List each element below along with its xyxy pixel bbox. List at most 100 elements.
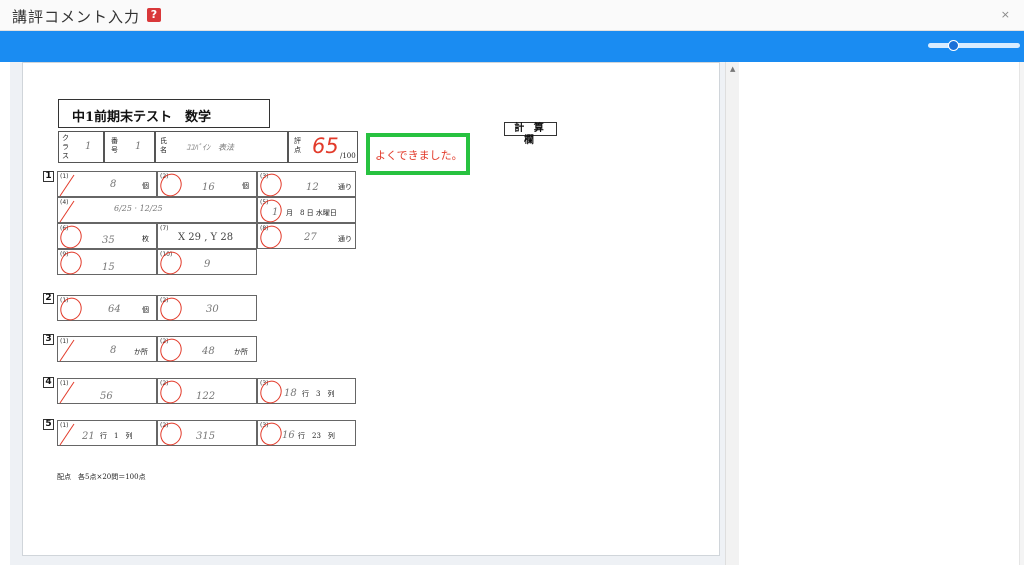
answer-cell-5-3: (3) 16 行 23 列 bbox=[257, 420, 356, 446]
answer-number: (2) bbox=[160, 173, 169, 180]
answer-unit: 通り bbox=[338, 183, 352, 191]
answer-cell-4-2: (2) 122 bbox=[157, 378, 257, 404]
answer-unit: か所 bbox=[234, 348, 248, 356]
answer-value: 56 bbox=[100, 391, 113, 402]
question-number-5: 5 bbox=[43, 419, 54, 430]
answer-number: (6) bbox=[60, 225, 69, 232]
answer-number: (2) bbox=[160, 380, 169, 387]
dialog-title: 講評コメント入力 bbox=[12, 8, 141, 26]
answer-value: 21 bbox=[82, 431, 95, 442]
answer-unit: 個 bbox=[142, 306, 149, 314]
question-number-1: 1 bbox=[43, 171, 54, 182]
answer-number: (3) bbox=[260, 422, 269, 429]
answer-number: (7) bbox=[160, 225, 169, 232]
comment-panel bbox=[740, 62, 1024, 565]
answer-cell-2-2: (2) 30 bbox=[157, 295, 257, 321]
zoom-slider[interactable] bbox=[928, 43, 1020, 48]
toolbar bbox=[0, 31, 1024, 62]
answer-number: (2) bbox=[160, 297, 169, 304]
answer-value: 1 bbox=[272, 207, 279, 218]
help-icon[interactable]: ? bbox=[147, 8, 161, 22]
question-number-2: 2 bbox=[43, 293, 54, 304]
answer-value: 6/25 · 12/25 bbox=[114, 204, 163, 213]
answer-number: (2) bbox=[160, 338, 169, 345]
class-cell: クラス 1 bbox=[58, 131, 104, 163]
answer-number: (3) bbox=[260, 380, 269, 387]
answer-cell-1-9: (9) 15 bbox=[57, 249, 157, 275]
answer-number: (9) bbox=[60, 251, 69, 258]
answer-value: 15 bbox=[102, 262, 115, 273]
number-value: 1 bbox=[135, 141, 142, 152]
score-value: 65 bbox=[312, 134, 339, 158]
answer-number: (1) bbox=[60, 297, 69, 304]
answer-cell-1-1: (1) 8 個 bbox=[57, 171, 157, 197]
answer-unit: 行 23 列 bbox=[298, 432, 335, 440]
score-max: /100 bbox=[340, 152, 356, 160]
zoom-slider-thumb[interactable] bbox=[948, 40, 960, 51]
answer-cell-4-1: (1) 56 bbox=[57, 378, 157, 404]
answer-cell-1-3: (3) 12 通り bbox=[257, 171, 356, 197]
answer-unit: 行 3 列 bbox=[302, 390, 335, 398]
answer-cell-3-1: (1) 8 か所 bbox=[57, 336, 157, 362]
answer-number: (3) bbox=[260, 173, 269, 180]
answer-unit: 枚 bbox=[142, 235, 149, 243]
answer-cell-1-6: (6) 35 枚 bbox=[57, 223, 157, 249]
scroll-up-icon[interactable]: ▲ bbox=[730, 65, 736, 73]
dialog-titlebar: 講評コメント入力 ? × bbox=[0, 0, 1024, 31]
score-cell: 評点 bbox=[288, 131, 358, 163]
answer-number: (1) bbox=[60, 338, 69, 345]
answer-value: 16 bbox=[282, 430, 295, 441]
answer-unit: 個 bbox=[242, 182, 249, 190]
viewer-scrollbar[interactable]: ▲ bbox=[725, 62, 739, 565]
exam-title: 中1前期末テスト 数学 bbox=[58, 99, 270, 128]
answer-number: (2) bbox=[160, 422, 169, 429]
name-label: 氏名 bbox=[160, 137, 167, 154]
close-button[interactable]: × bbox=[1000, 8, 1010, 21]
answer-value: 27 bbox=[304, 232, 317, 243]
answer-value: 122 bbox=[196, 391, 216, 402]
answer-number: (5) bbox=[260, 199, 269, 206]
score-label: 評点 bbox=[294, 137, 301, 154]
comment-box[interactable]: よくできました。 bbox=[366, 133, 470, 175]
answer-value: 315 bbox=[196, 431, 216, 442]
answer-cell-5-1: (1) 21 行 1 列 bbox=[57, 420, 157, 446]
class-label: クラス bbox=[62, 134, 69, 160]
answer-cell-2-1: (1) 64 個 bbox=[57, 295, 157, 321]
answer-unit: 通り bbox=[338, 235, 352, 243]
class-value: 1 bbox=[85, 141, 92, 152]
question-number-4: 4 bbox=[43, 377, 54, 388]
question-number-3: 3 bbox=[43, 334, 54, 345]
answer-unit: 個 bbox=[142, 182, 149, 190]
answer-unit: か所 bbox=[134, 348, 148, 356]
answer-cell-1-2: (2) 16 個 bbox=[157, 171, 257, 197]
answer-number: (8) bbox=[260, 225, 269, 232]
answer-value: 9 bbox=[204, 259, 211, 270]
number-cell: 番号 1 bbox=[104, 131, 155, 163]
answer-value: 12 bbox=[306, 182, 319, 193]
answer-number: (1) bbox=[60, 422, 69, 429]
number-label: 番号 bbox=[111, 137, 118, 154]
answer-cell-1-4: (4) 6/25 · 12/25 bbox=[57, 197, 257, 223]
answer-cell-1-8: (8) 27 通り bbox=[257, 223, 356, 249]
answer-cell-5-2: (2) 315 bbox=[157, 420, 257, 446]
outer-scrollbar[interactable] bbox=[1019, 62, 1024, 565]
answer-value: 64 bbox=[108, 304, 121, 315]
answer-value: 18 bbox=[284, 388, 297, 399]
answer-value: X 29 , Y 28 bbox=[178, 232, 234, 243]
answer-number: (1) bbox=[60, 173, 69, 180]
answer-cell-1-10: (10) 9 bbox=[157, 249, 257, 275]
comment-text: よくできました。 bbox=[375, 149, 463, 162]
answer-value: 16 bbox=[202, 182, 215, 193]
answer-unit: 月 8 日 水曜日 bbox=[286, 209, 337, 217]
answer-cell-4-3: (3) 18 行 3 列 bbox=[257, 378, 356, 404]
answer-cell-3-2: (2) 48 か所 bbox=[157, 336, 257, 362]
scoring-note: 配点 各5点×20問＝100点 bbox=[57, 473, 146, 481]
calc-area-label: 計 算 欄 bbox=[504, 122, 557, 146]
name-cell: 氏名 ｺｺﾊﾟｲﾝ 表法 bbox=[155, 131, 288, 163]
answer-value: 8 bbox=[110, 345, 117, 356]
answer-value: 8 bbox=[110, 179, 117, 190]
answer-unit: 行 1 列 bbox=[100, 432, 133, 440]
answer-cell-1-7: (7) X 29 , Y 28 bbox=[157, 223, 257, 249]
answer-value: 30 bbox=[206, 304, 219, 315]
answer-cell-1-5: (5) 1 月 8 日 水曜日 bbox=[257, 197, 356, 223]
